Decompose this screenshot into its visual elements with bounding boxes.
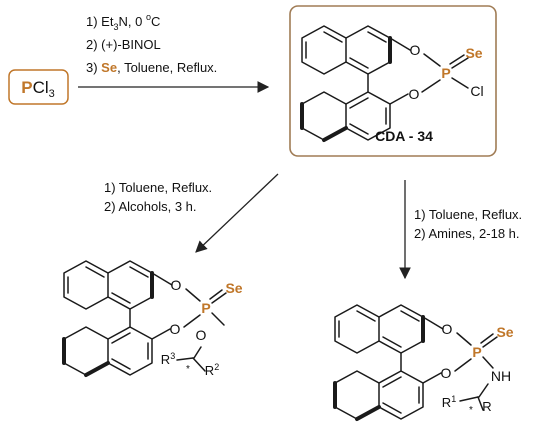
step1-line3: 3) Se, Toluene, Reflux. — [86, 60, 217, 75]
cda-box — [289, 5, 497, 157]
ester-stereocenter: * — [186, 364, 190, 375]
cda-o-upper: O — [410, 42, 421, 58]
ester-phosphorus: P — [201, 300, 210, 316]
amide-selenium: Se — [496, 324, 513, 340]
amide-stereocenter: * — [469, 405, 473, 416]
ester-selenium: Se — [225, 280, 242, 296]
ester-r2: R2 — [205, 362, 219, 378]
amide-r1: R1 — [442, 394, 456, 410]
amine-cond-line2: 2) Amines, 2-18 h. — [414, 226, 520, 241]
amide-nh: NH — [491, 368, 511, 384]
alcohol-arrow — [195, 173, 279, 253]
alcohol-cond-line2: 2) Alcohols, 3 h. — [104, 199, 197, 214]
alcohol-cond-line1: 1) Toluene, Reflux. — [104, 180, 212, 195]
step1-conditions: 1) Et3N, 0 oC 2) (+)-BINOL 3) Se, Toluen… — [86, 12, 217, 75]
step1-line1: 1) Et3N, 0 oC — [86, 12, 160, 32]
amide-r: R — [482, 399, 491, 414]
ester-o-alkoxy: O — [196, 327, 207, 343]
cda-label: CDA - 34 — [375, 128, 433, 144]
amide-o-lower: O — [441, 365, 452, 381]
pcl3-reagent: PCl3 — [8, 69, 69, 105]
cda-34-structure: O O P Se Cl CDA - 34 — [289, 5, 497, 157]
amine-cond-line1: 1) Toluene, Reflux. — [414, 207, 522, 222]
cda-chlorine: Cl — [470, 83, 483, 99]
cda-selenium: Se — [465, 45, 482, 61]
pcl3-box — [8, 69, 69, 105]
cda-o-lower: O — [409, 86, 420, 102]
ester-o-upper: O — [171, 277, 182, 293]
amide-phosphorus: P — [472, 344, 481, 360]
amide-o-upper: O — [442, 321, 453, 337]
step1-line2: 2) (+)-BINOL — [86, 37, 161, 52]
pcl3-formula: PCl3 — [21, 78, 55, 100]
phosphoramidoselenoate: O O P Se NH R1 R * — [333, 303, 514, 421]
cda-phosphorus: P — [441, 65, 450, 81]
phosphoroselenoate-ester: O O P Se O R3 R2 * — [62, 259, 243, 378]
ester-o-lower: O — [170, 321, 181, 337]
ester-r3: R3 — [161, 351, 175, 367]
